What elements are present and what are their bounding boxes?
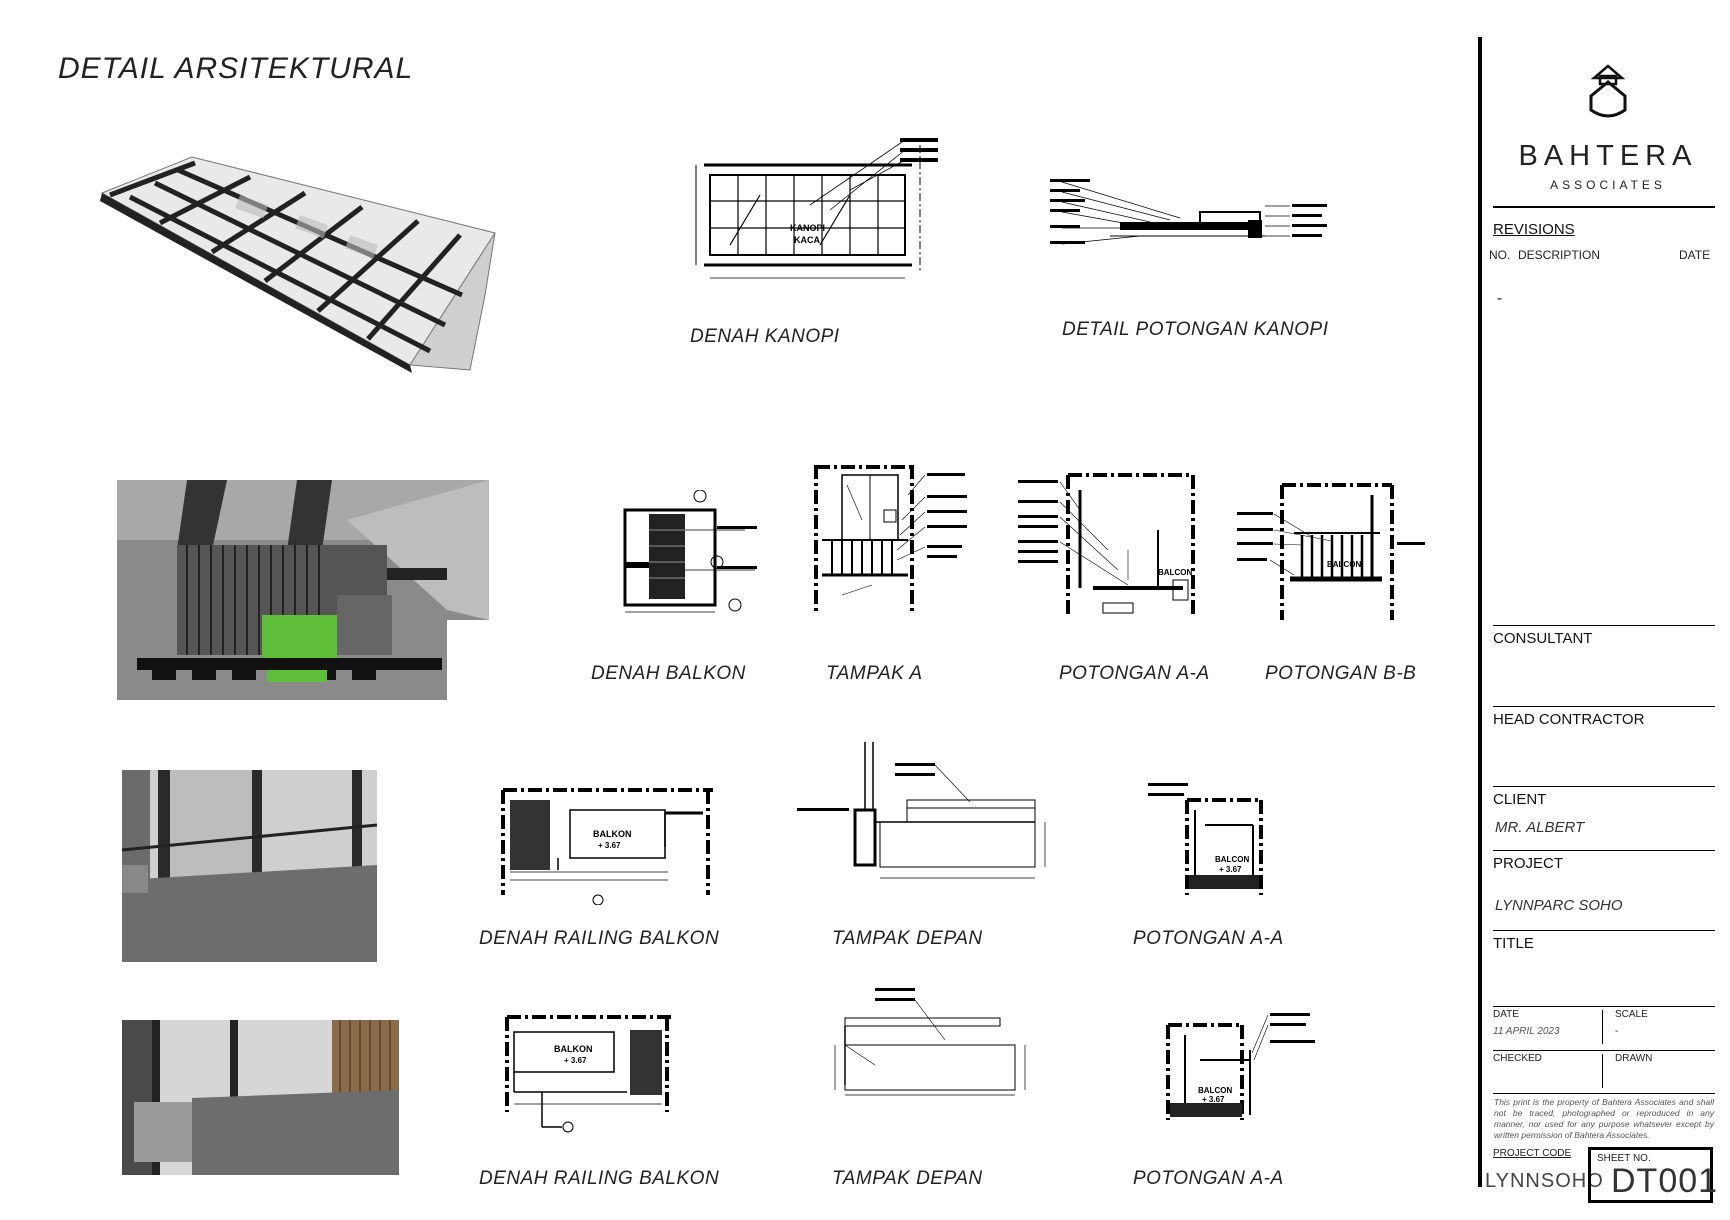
potongan-aa-railing-2-drawing: BALCON + 3.67 bbox=[1166, 1013, 1315, 1120]
potongan-aa-balkon-drawing: BALCON bbox=[1018, 473, 1195, 615]
railing-3d-render-2 bbox=[122, 1020, 399, 1175]
caption-denah-balkon: DENAH BALKON bbox=[591, 663, 746, 684]
denah-railing-balkon-2-drawing: BALKON + 3.67 bbox=[505, 1015, 672, 1133]
revision-col-description: DESCRIPTION bbox=[1518, 248, 1601, 262]
company-subtitle: ASSOCIATES bbox=[1550, 178, 1666, 192]
detail-potongan-kanopi-drawing bbox=[1050, 179, 1327, 245]
divider bbox=[1493, 786, 1715, 787]
divider bbox=[1493, 625, 1715, 626]
divider bbox=[1493, 706, 1715, 707]
tampak-depan-1-drawing bbox=[797, 742, 1046, 879]
tampak-depan-2-drawing bbox=[834, 988, 1026, 1096]
caption-tampak-depan-1: TAMPAK DEPAN bbox=[832, 928, 983, 949]
title-label: TITLE bbox=[1493, 935, 1534, 952]
company-name: BAHTERA bbox=[1518, 140, 1698, 172]
caption-denah-kanopi: DENAH KANOPI bbox=[690, 326, 840, 347]
scale-label: SCALE bbox=[1615, 1009, 1648, 1020]
caption-tampak-depan-2: TAMPAK DEPAN bbox=[832, 1168, 983, 1189]
client-label: CLIENT bbox=[1493, 791, 1547, 808]
denah-balkon-drawing bbox=[623, 490, 757, 613]
balkon-label-1: BALKON bbox=[593, 829, 632, 839]
caption-potongan-aa-2: POTONGAN A-A bbox=[1133, 928, 1284, 949]
divider bbox=[1493, 930, 1715, 931]
caption-denah-railing-balkon-1: DENAH RAILING BALKON bbox=[479, 928, 720, 949]
bahtera-logo-icon bbox=[1589, 64, 1627, 118]
project-code-label: PROJECT CODE bbox=[1493, 1148, 1572, 1159]
disclaimer-text: This print is the property of Bahtera As… bbox=[1494, 1097, 1714, 1140]
consultant-label: CONSULTANT bbox=[1493, 630, 1593, 647]
head-contractor-label: HEAD CONTRACTOR bbox=[1493, 711, 1645, 728]
project-code-value: LYNNSOHO bbox=[1485, 1170, 1604, 1192]
balkon-level-2: + 3.67 bbox=[564, 1056, 587, 1065]
client-value: MR. ALBERT bbox=[1495, 819, 1585, 836]
scale-value: - bbox=[1615, 1026, 1619, 1037]
checked-label: CHECKED bbox=[1493, 1053, 1542, 1064]
balkon-level-1: + 3.67 bbox=[598, 841, 621, 850]
kaca-label: KACA bbox=[794, 235, 820, 245]
denah-railing-balkon-1-drawing: BALKON + 3.67 bbox=[501, 788, 713, 905]
kanopi-label: KANOPI bbox=[790, 223, 825, 233]
title-block-border bbox=[1478, 37, 1482, 1187]
divider bbox=[1493, 1050, 1715, 1051]
balcon-aa-label: BALCON bbox=[1158, 568, 1192, 577]
caption-potongan-aa-1: POTONGAN A-A bbox=[1059, 663, 1210, 684]
sheet-no-label: SHEET NO. bbox=[1597, 1153, 1651, 1164]
drawn-label: DRAWN bbox=[1615, 1053, 1653, 1064]
sheet-no-value: DT001 bbox=[1611, 1162, 1719, 1200]
potongan-aa-railing-1-drawing: BALCON + 3.67 bbox=[1148, 783, 1263, 895]
divider bbox=[1493, 206, 1715, 208]
divider bbox=[1493, 850, 1715, 851]
balcon-level-aa2-value: + 3.67 bbox=[1219, 865, 1242, 874]
revision-col-date: DATE bbox=[1679, 248, 1711, 262]
denah-kanopi-drawing: KANOPI KACA bbox=[695, 138, 938, 279]
revisions-label: REVISIONS bbox=[1493, 221, 1575, 238]
balkon-label-2: BALKON bbox=[554, 1044, 593, 1054]
divider bbox=[1493, 1006, 1715, 1007]
project-label: PROJECT bbox=[1493, 855, 1564, 872]
revision-entry: - bbox=[1497, 290, 1503, 307]
revision-col-no: NO. bbox=[1489, 248, 1511, 262]
date-value: 11 APRIL 2023 bbox=[1493, 1026, 1560, 1037]
caption-potongan-aa-3: POTONGAN A-A bbox=[1133, 1168, 1284, 1189]
date-label: DATE bbox=[1493, 1009, 1519, 1020]
caption-tampak-a: TAMPAK A bbox=[826, 663, 923, 684]
page-title: DETAIL ARSITEKTURAL bbox=[58, 52, 414, 85]
divider bbox=[1493, 1093, 1715, 1094]
caption-potongan-bb: POTONGAN B-B bbox=[1265, 663, 1417, 684]
balcon-level-aa3: BALCON bbox=[1198, 1086, 1232, 1095]
caption-denah-railing-balkon-2: DENAH RAILING BALKON bbox=[479, 1168, 720, 1189]
balcon-level-aa2: BALCON bbox=[1215, 855, 1249, 864]
sheet-number-box: SHEET NO. DT001 bbox=[1588, 1147, 1717, 1203]
project-value: LYNNPARC SOHO bbox=[1495, 897, 1623, 914]
railing-3d-render-1 bbox=[122, 770, 377, 962]
potongan-bb-drawing: BALCON bbox=[1237, 483, 1425, 620]
tampak-a-drawing bbox=[814, 465, 967, 615]
balcon-level-aa3-value: + 3.67 bbox=[1202, 1095, 1225, 1104]
caption-detail-potongan-kanopi: DETAIL POTONGAN KANOPI bbox=[1062, 319, 1329, 340]
balcon-bb-label: BALCON bbox=[1327, 560, 1361, 569]
canopy-3d-render bbox=[100, 156, 496, 373]
balcony-3d-render bbox=[117, 480, 489, 700]
